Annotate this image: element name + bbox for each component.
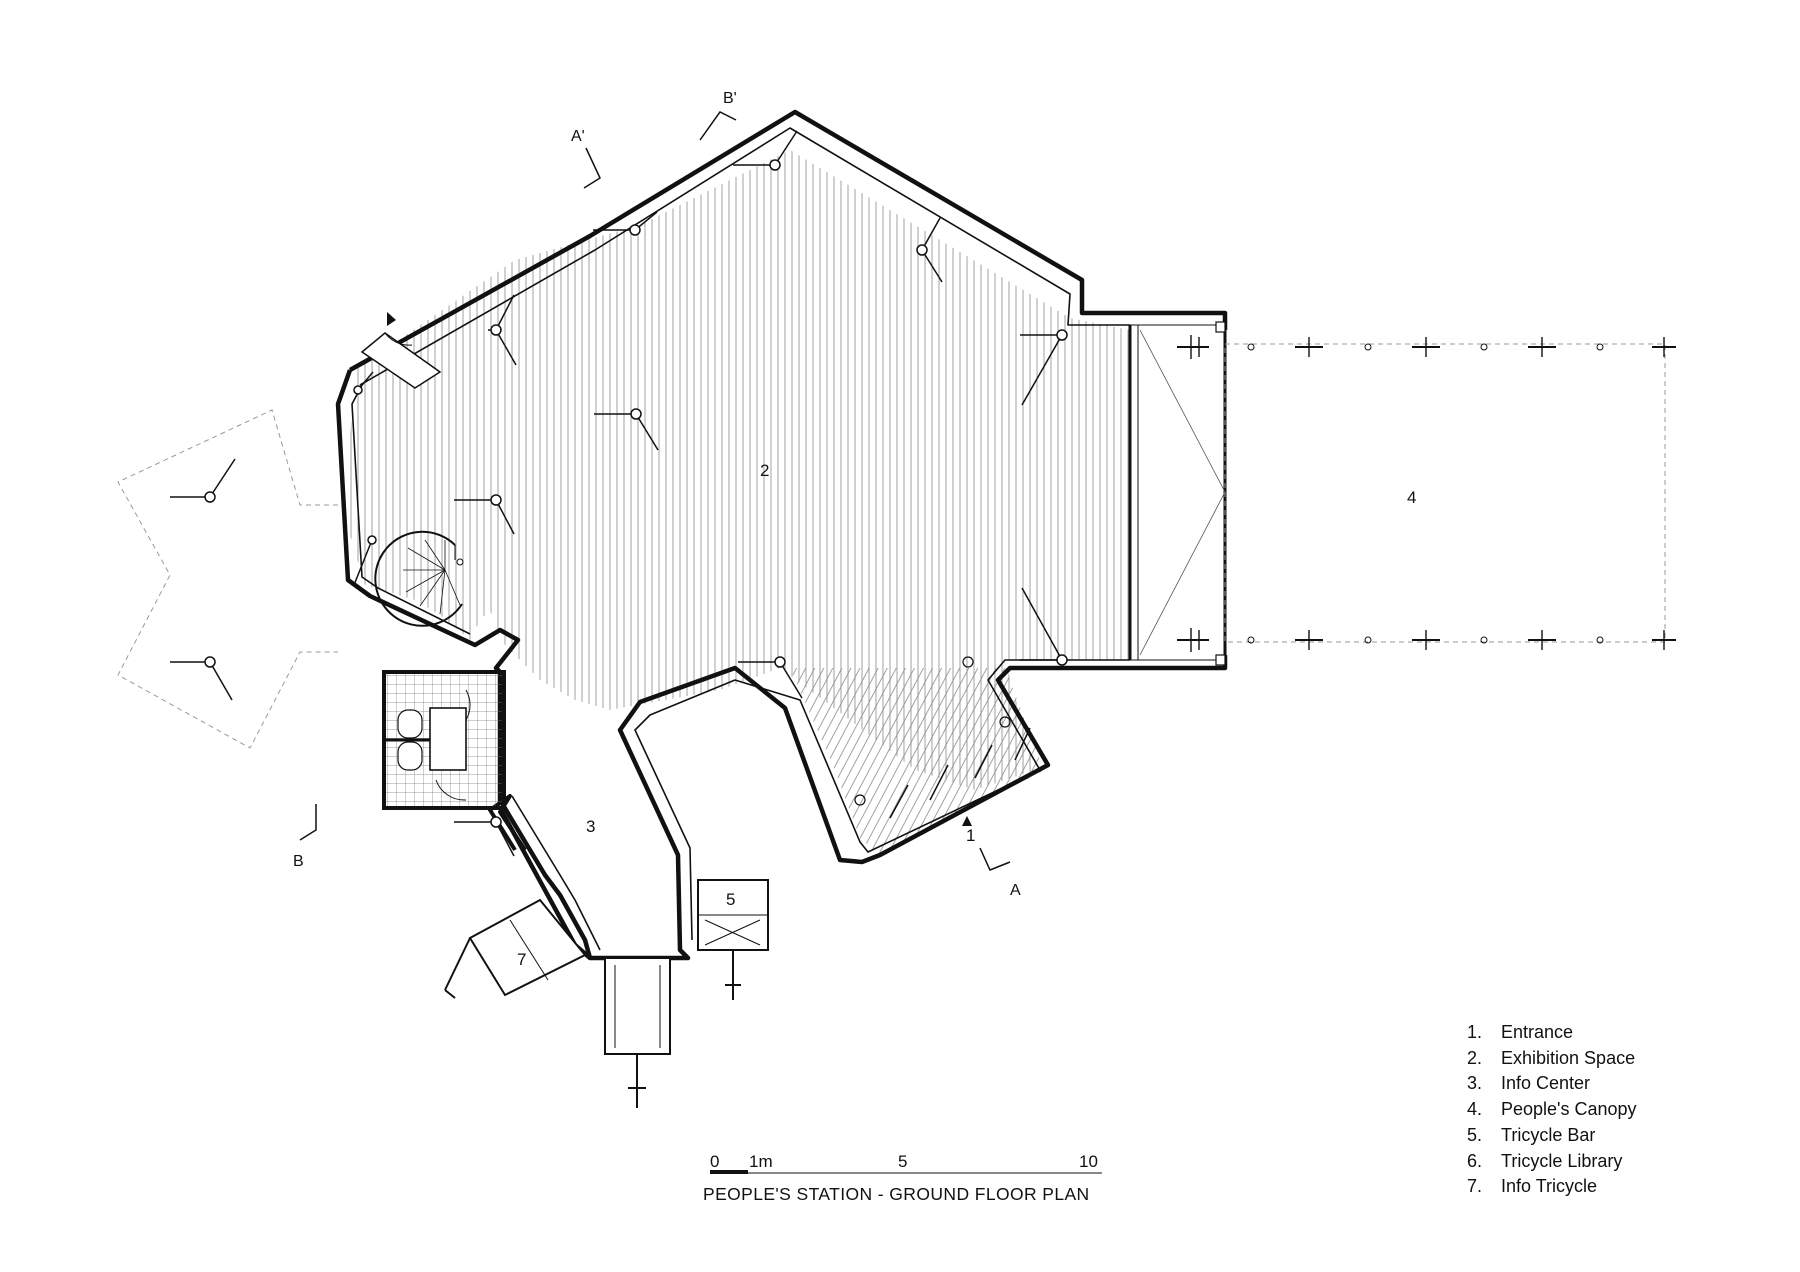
north-arrow: [387, 312, 396, 326]
legend-item: 7. Info Tricycle: [1467, 1174, 1637, 1200]
section-marker-lines: [299, 111, 1011, 871]
section-label-b-prime: B': [723, 90, 737, 107]
drawing-title: PEOPLE'S STATION - GROUND FLOOR PLAN: [703, 1184, 1090, 1204]
scale-label-5: 5: [898, 1152, 907, 1171]
exterior-wall: [335, 109, 1228, 961]
entrance-floor-hatch: [790, 668, 1045, 855]
entrance-detail: [854, 656, 1031, 819]
legend-label: People's Canopy: [1501, 1099, 1637, 1120]
room-tag-1: 1: [966, 826, 975, 845]
info-tricycle: [444, 898, 587, 999]
legend-label: Exhibition Space: [1501, 1047, 1636, 1068]
room-tag-5: 5: [726, 890, 735, 909]
legend-label: Info Tricycle: [1501, 1176, 1598, 1197]
northwest-door: [360, 332, 442, 389]
service-block: [382, 670, 506, 810]
scale-label-10: 10: [1079, 1152, 1098, 1171]
legend-num: 5.: [1467, 1124, 1483, 1145]
tricycle-bar: [697, 879, 769, 1000]
scale-bar: 0 1m 5 10: [710, 1152, 1102, 1174]
legend-item: 3. Info Center: [1467, 1071, 1637, 1097]
legend-item: 4. People's Canopy: [1467, 1097, 1637, 1123]
exhibition-floor-hatch: [350, 150, 1130, 790]
legend-item: 2. Exhibition Space: [1467, 1046, 1637, 1072]
legend-item: 1. Entrance: [1467, 1020, 1637, 1046]
south-tricycle: [604, 957, 671, 1108]
room-tag-4: 4: [1407, 488, 1416, 507]
west-plaza-outline: [117, 409, 338, 749]
scale-label-1m: 1m: [749, 1152, 773, 1171]
legend-num: 7.: [1467, 1176, 1483, 1197]
spiral-staircase: [374, 530, 464, 627]
canopy-outline: [1224, 343, 1666, 643]
section-label-b: B: [293, 853, 304, 870]
canopy-frame: [1128, 321, 1227, 666]
room-tag-7: 7: [517, 950, 526, 969]
legend-num: 4.: [1467, 1099, 1483, 1120]
section-label-a-prime: A': [571, 128, 585, 145]
legend-num: 3.: [1467, 1073, 1483, 1094]
legend-num: 1.: [1467, 1022, 1483, 1042]
section-label-a: A: [1010, 882, 1021, 899]
legend-num: 2.: [1467, 1047, 1483, 1068]
legend-label: Entrance: [1501, 1022, 1574, 1042]
legend-label: Tricycle Library: [1501, 1150, 1623, 1171]
tripod-columns: [170, 130, 1068, 857]
canopy-columns: [1177, 335, 1676, 652]
room-tag-3: 3: [586, 817, 595, 836]
legend-item: 6. Tricycle Library: [1467, 1149, 1637, 1175]
legend: 1. Entrance 2. Exhibition Space 3. Info Cen…: [1467, 1020, 1637, 1200]
room-tag-2: 2: [760, 461, 769, 480]
legend-label: Tricycle Bar: [1501, 1124, 1596, 1145]
legend-label: Info Center: [1501, 1073, 1591, 1094]
scale-label-0: 0: [710, 1152, 719, 1171]
legend-num: 6.: [1467, 1150, 1483, 1171]
entrance-arrow: [962, 816, 972, 826]
legend-item: 5. Tricycle Bar: [1467, 1123, 1637, 1149]
